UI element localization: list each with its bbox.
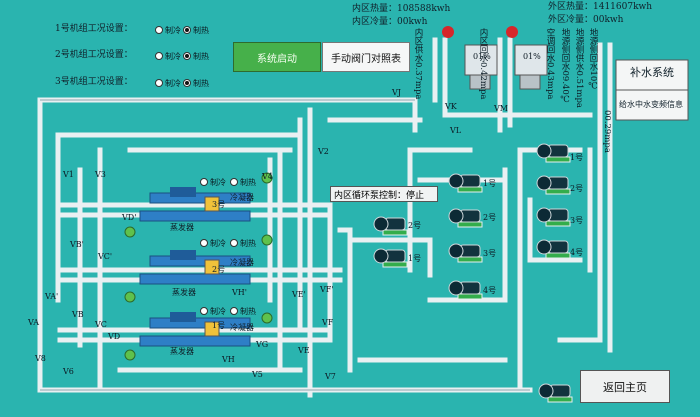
aux-pump-1-label: 1号: [408, 254, 422, 263]
chiller-unit-3[interactable]: [139, 187, 251, 222]
chiller3-cool-opt[interactable]: 制冷: [200, 177, 226, 188]
manual-valve-table-button[interactable]: 手动阀门对照表: [322, 42, 410, 72]
valve-vm[interactable]: VM: [494, 104, 508, 113]
chiller3-evaporator: 蒸发器: [170, 223, 194, 232]
outer-pump-1[interactable]: [536, 143, 571, 163]
chiller2-number: 2号: [212, 265, 226, 274]
chiller2-condenser: 冷凝器: [230, 258, 254, 267]
chiller1-cool-opt[interactable]: 制冷: [200, 306, 226, 317]
outer-pump-2-label: 2号: [570, 184, 584, 193]
unit2-heat-radio[interactable]: 制热: [183, 51, 209, 62]
valve-v5[interactable]: V5: [252, 370, 263, 379]
unit3-setting-label: 1号机组工况设置：: [55, 24, 133, 34]
valve-vl[interactable]: VL: [450, 126, 462, 135]
valve-v4[interactable]: V4: [262, 172, 273, 181]
chiller1-evaporator: 蒸发器: [170, 347, 194, 356]
valve-vk[interactable]: VK: [445, 102, 457, 111]
valve-ve[interactable]: VE: [298, 346, 310, 355]
chiller1-number: 1号: [212, 321, 226, 330]
ac-return-label: 空调回水0.43mpa: [545, 28, 555, 100]
inner-heat-readout: 内区热量：108588kwh: [352, 4, 451, 14]
inner-pump-1[interactable]: [448, 173, 483, 193]
outer-pump-4-label: 4号: [570, 248, 584, 257]
inner-pump-3[interactable]: [448, 243, 483, 263]
inner-return-label: 内区回水0.42mpa: [478, 28, 488, 100]
chiller-unit-2[interactable]: [139, 250, 251, 285]
valve-vb[interactable]: VB: [72, 310, 84, 319]
refill-system-title: 补水系统: [630, 66, 674, 79]
pressure-0029-label: 00.29mpa: [602, 110, 612, 153]
aux-pump-2-label: 2号: [408, 221, 422, 230]
valve-v1[interactable]: V1: [63, 170, 74, 179]
valve-vg[interactable]: VG: [256, 340, 269, 349]
inner-pump-1-label: 1号: [483, 179, 497, 188]
outer-pump-3[interactable]: [536, 207, 571, 227]
chiller3-heat-opt[interactable]: 制热: [230, 177, 256, 188]
valve-v6[interactable]: V6: [63, 367, 74, 376]
chiller2-evaporator: 蒸发器: [172, 288, 196, 297]
inner-pump-2-label: 2号: [483, 213, 497, 222]
unit1-setting-label: 3号机组工况设置：: [55, 77, 133, 87]
unit3-heat-radio[interactable]: 制热: [183, 25, 209, 36]
valve-vf[interactable]: VF: [322, 318, 334, 327]
valve-vc[interactable]: VC: [95, 320, 107, 329]
outer-cool-readout: 外区冷量：00kwh: [548, 15, 624, 25]
outer-pump-3-label: 3号: [570, 216, 584, 225]
chiller2-cool-opt[interactable]: 制冷: [200, 238, 226, 249]
valve-v2[interactable]: V2: [318, 147, 329, 156]
outer-heat-readout: 外区热量：1411607kwh: [548, 2, 653, 12]
valve-vh-prime[interactable]: VH': [232, 288, 247, 297]
system-start-button[interactable]: 系统启动: [233, 42, 321, 72]
valve-vd[interactable]: VD: [108, 332, 121, 341]
inner-pump-state[interactable]: 停止: [406, 190, 425, 201]
valve-va[interactable]: VA: [28, 318, 40, 327]
outer-pump-1-label: 1号: [570, 153, 584, 162]
inner-cool-readout: 内区冷量：00kwh: [352, 17, 428, 27]
chiller2-heat-opt[interactable]: 制热: [230, 238, 256, 249]
unit1-heat-radio[interactable]: 制热: [183, 78, 209, 89]
inner-pump-4-label: 4号: [483, 286, 497, 295]
chiller3-number: 3号: [212, 200, 226, 209]
valve-v8[interactable]: V8: [35, 354, 46, 363]
inner-pump-4[interactable]: [448, 280, 483, 300]
outer-pump-2[interactable]: [536, 175, 571, 195]
valve-va-prime[interactable]: VA': [45, 292, 59, 301]
unit2-setting-label: 2号机组工况设置：: [55, 50, 133, 60]
return-home-button[interactable]: 返回主页: [580, 370, 670, 403]
valve-vb-prime[interactable]: VB': [70, 240, 84, 249]
chiller3-condenser: 冷凝器: [230, 193, 254, 202]
aux-pump-2[interactable]: [373, 248, 408, 268]
unit1-cool-radio[interactable]: 制冷: [155, 78, 181, 89]
tank-2-percent: 01%: [523, 52, 541, 61]
chiller-unit-1[interactable]: [139, 312, 251, 347]
outer-pump-4[interactable]: [536, 239, 571, 259]
inner-pump-3-label: 3号: [483, 249, 497, 258]
valve-v3[interactable]: V3: [95, 170, 106, 179]
refill-info-link[interactable]: 给水中水变频信息: [619, 100, 683, 109]
inner-supply-label: 内区供水0.37mpa: [413, 28, 423, 100]
aux-pump-1[interactable]: [373, 216, 408, 236]
chiller1-condenser: 冷凝器: [230, 323, 254, 332]
ground-return-temp-label: 地源侧回水09.40℃: [560, 28, 570, 105]
valve-vh[interactable]: VH: [222, 355, 235, 364]
valve-vf-prime[interactable]: VF': [320, 285, 334, 294]
valve-ve-prime[interactable]: VE': [292, 290, 306, 299]
valve-vd-prime[interactable]: VD': [122, 213, 137, 222]
chiller1-heat-opt[interactable]: 制热: [230, 306, 256, 317]
valve-vj[interactable]: VJ: [392, 88, 401, 97]
unit3-cool-radio[interactable]: 制冷: [155, 25, 181, 36]
inner-pump-label: 内区循环泵控制：: [334, 190, 407, 201]
inner-pump-2[interactable]: [448, 208, 483, 228]
valve-v7[interactable]: V7: [325, 372, 336, 381]
ground-return-temp2-label: 地源侧回水10℃: [588, 28, 598, 92]
return-pump-1[interactable]: [538, 383, 573, 403]
tank-1-percent: 01%: [473, 52, 491, 61]
valve-vc-prime[interactable]: VC': [98, 252, 113, 261]
ground-supply-label: 地源侧供水0.51mpa: [574, 28, 584, 108]
inner-pump-control: 内区循环泵控制：停止: [330, 186, 438, 202]
unit2-cool-radio[interactable]: 制冷: [155, 51, 181, 62]
